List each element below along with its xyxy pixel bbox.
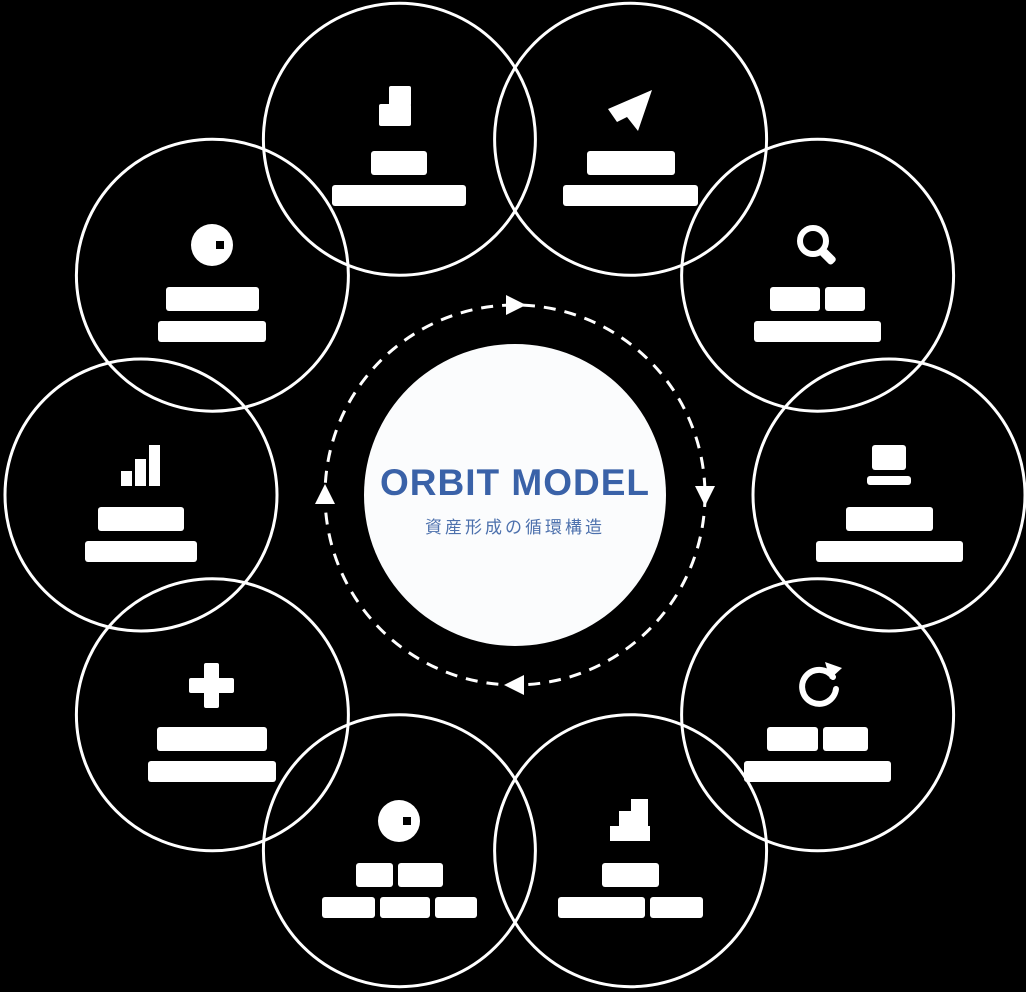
masked-label-line1: [165, 287, 259, 312]
masked-label-line1: [157, 726, 268, 751]
orbit-node-right-lower: [678, 661, 958, 782]
orbit-node-circle-top-right: [493, 1, 769, 277]
masked-label-bar: [158, 321, 267, 343]
center-circle: ORBIT MODEL 資産形成の循環構造: [364, 344, 666, 646]
masked-label-bar: [434, 896, 477, 918]
plus-icon: [186, 662, 238, 710]
masked-label-line2: [158, 321, 267, 343]
orbit-node-left-upper: [72, 222, 352, 343]
orbit-node-right: [749, 442, 1026, 562]
orbit-node-circle-top-left: [261, 1, 537, 277]
masked-label-line2: [332, 185, 467, 207]
masked-label-line1: [586, 151, 675, 176]
coin-icon: [186, 222, 238, 270]
refresh-cycle-icon: [792, 661, 844, 710]
masked-label-bar: [754, 321, 882, 343]
masked-label-bar: [165, 287, 259, 312]
masked-label-bar: [815, 541, 963, 562]
masked-label-bar: [321, 896, 375, 918]
masked-label-bar: [148, 760, 277, 782]
clockwise-arrow-icon: [315, 484, 335, 504]
clockwise-arrow-icon: [695, 486, 715, 506]
masked-label-line1: [355, 862, 443, 887]
masked-label-line1: [98, 507, 184, 531]
masked-label-bar: [371, 151, 428, 176]
masked-label-bar: [823, 726, 869, 751]
masked-label-line2: [148, 760, 277, 782]
diagram-title: ORBIT MODEL: [380, 462, 650, 503]
clockwise-arrow-icon: [504, 675, 524, 695]
clockwise-arrow-icon: [506, 295, 526, 315]
bar-chart-icon: [115, 442, 167, 490]
orbit-node-circle-bottom-right: [493, 713, 769, 989]
orbit-node-top-left: [259, 86, 539, 207]
orbit-node-bottom-right: [491, 798, 771, 918]
masked-label-bar: [355, 862, 393, 887]
masked-label-bar: [157, 726, 268, 751]
masked-label-line1: [602, 862, 660, 887]
masked-label-line2: [815, 541, 963, 562]
masked-label-bar: [767, 726, 819, 751]
orbit-node-circle-right: [751, 357, 1026, 633]
masked-label-bar: [397, 862, 443, 887]
masked-label-bar: [98, 507, 184, 531]
masked-label-bar: [563, 185, 699, 207]
masked-label-bar: [650, 896, 704, 918]
masked-label-bar: [602, 862, 660, 887]
orbit-node-circle-bottom-left: [261, 713, 537, 989]
masked-label-line2: [744, 760, 892, 782]
diagram-subtitle: 資産形成の循環構造: [424, 518, 605, 537]
steps-icon: [605, 798, 657, 846]
orbit-node-circle-left-lower: [74, 577, 350, 853]
masked-label-line2: [321, 896, 477, 918]
magnifier-icon: [792, 222, 844, 270]
orbit-node-left: [1, 442, 281, 562]
masked-label-bar: [770, 287, 821, 312]
masked-label-bar: [845, 507, 933, 531]
orbit-node-top-right: [491, 86, 771, 207]
masked-label-line1: [767, 726, 869, 751]
masked-label-line2: [85, 541, 197, 562]
orbit-node-circle-right-upper: [680, 137, 956, 413]
masked-label-line2: [563, 185, 699, 207]
masked-label-bar: [586, 151, 675, 176]
orbit-node-circle-left-upper: [74, 137, 350, 413]
masked-label-bar: [825, 287, 866, 312]
laptop-icon: [863, 442, 915, 490]
orbit-node-bottom-left: [259, 798, 539, 918]
orbit-node-circle-left: [3, 357, 279, 633]
masked-label-line1: [845, 507, 933, 531]
masked-label-bar: [85, 541, 197, 562]
masked-label-bar: [379, 896, 430, 918]
masked-label-line2: [754, 321, 882, 343]
orbit-node-circle-right-lower: [680, 577, 956, 853]
center-content: ORBIT MODEL 資産形成の循環構造: [380, 464, 650, 536]
block-stack-icon: [373, 86, 425, 134]
orbit-node-right-upper: [678, 222, 958, 343]
masked-label-bar: [332, 185, 467, 207]
masked-label-bar: [558, 896, 646, 918]
coin-icon: [373, 798, 425, 846]
paper-plane-icon: [605, 86, 657, 134]
orbit-node-left-lower: [72, 662, 352, 782]
masked-label-bar: [744, 760, 892, 782]
masked-label-line1: [770, 287, 866, 312]
masked-label-line2: [558, 896, 704, 918]
masked-label-line1: [371, 151, 428, 176]
